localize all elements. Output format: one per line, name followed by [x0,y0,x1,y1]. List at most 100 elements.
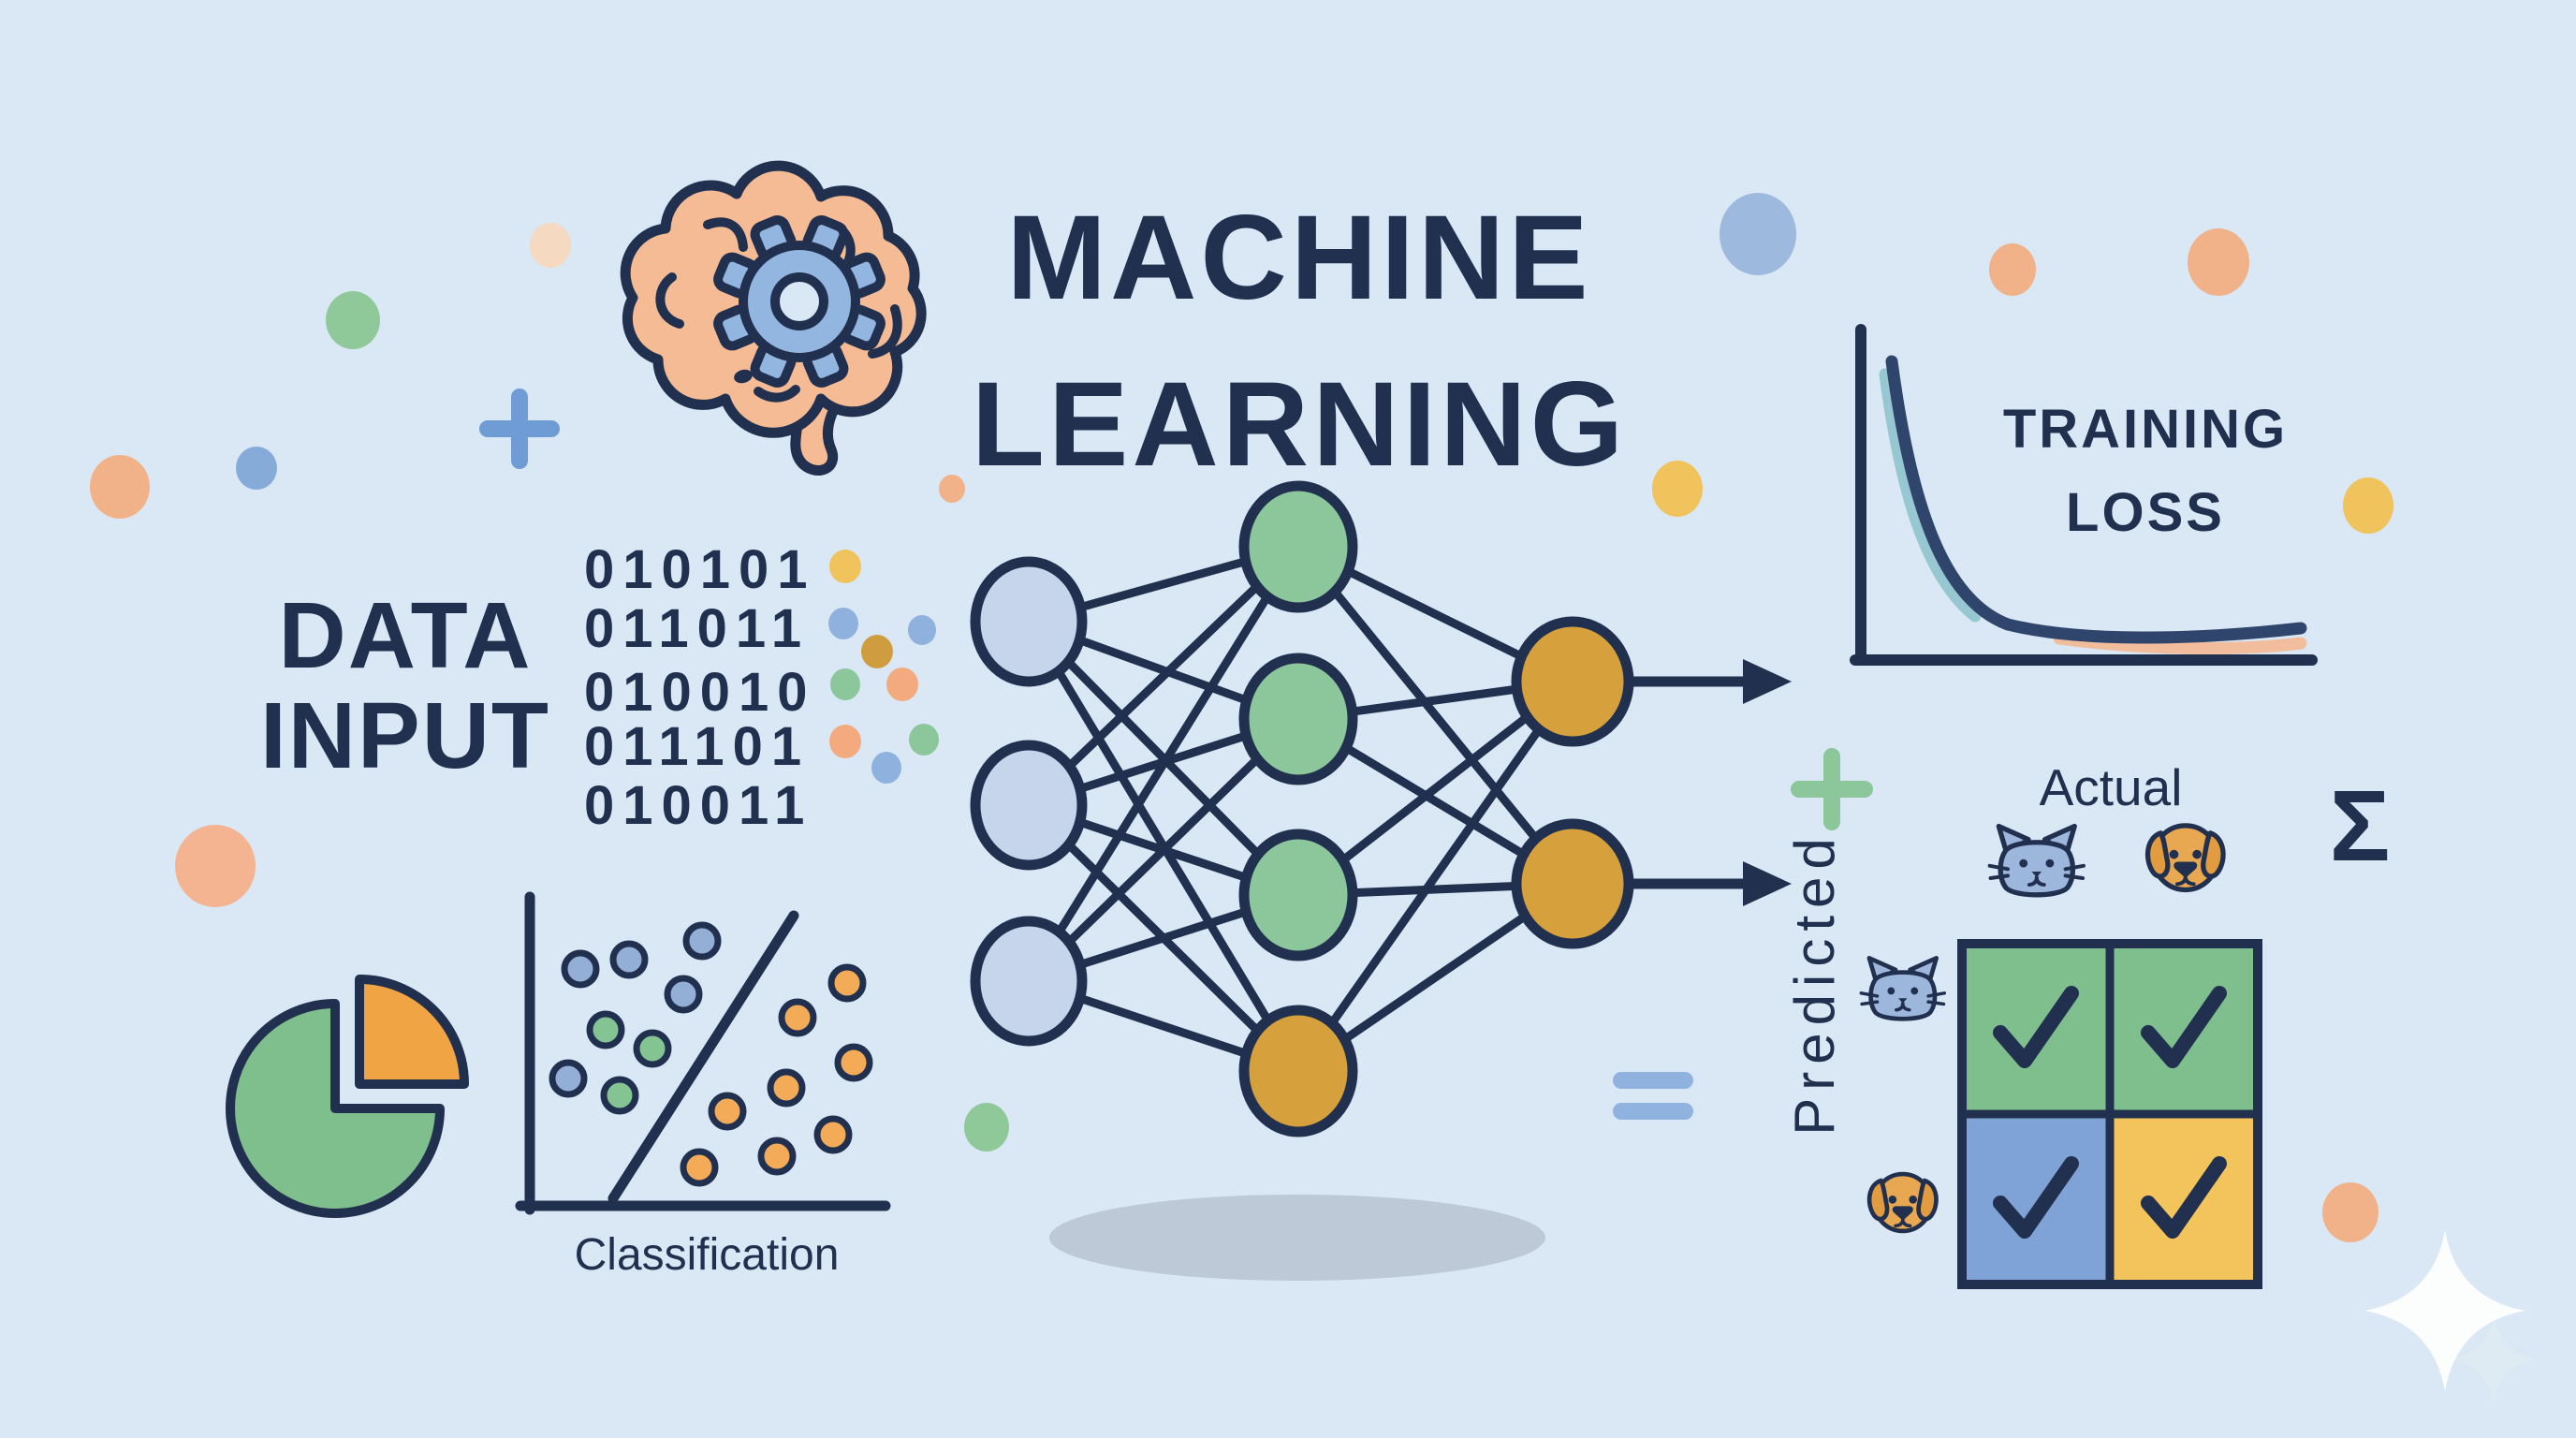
confetti-dot [828,608,858,639]
scatter-point [561,949,600,989]
confetti-dots [90,193,2393,1242]
loss-curve [1885,355,2307,644]
matrix-cell-cat-cat [1962,944,2110,1114]
plus-icon [1791,748,1873,830]
scatter-point [633,1029,672,1068]
confetti-dot [175,825,256,907]
input-node [970,556,1088,687]
confetti-dot [939,475,965,503]
arrow-icon [1633,659,1792,704]
plus-icon [479,389,560,469]
confetti-dot [2343,477,2393,534]
neural-network [970,480,1792,1281]
training-loss-label-line2: LOSS [2066,482,2225,543]
binary-confetti-cluster [828,550,939,784]
scatter-point [827,963,867,1003]
scatter-point [778,998,817,1037]
check-icon [2141,1156,2227,1239]
brain-dot [734,369,753,384]
scatter-point [834,1043,873,1082]
loss-axes [1850,324,2318,666]
hidden-node [1238,480,1358,613]
scatter-plot [515,891,891,1215]
confetti-dot [861,635,893,668]
cat-icon [1990,827,2084,895]
input-node [970,740,1088,871]
page-title-line1: MACHINE [1006,191,1592,325]
confetti-dot [909,724,939,756]
equals-icon [1613,1072,1693,1120]
binary-row: 011011 [584,598,811,659]
matrix-cell-dog-dog [2110,1114,2258,1284]
classification-label: Classification [574,1230,840,1280]
confetti-dot [530,223,571,268]
output-node [1511,818,1634,949]
pie-slice-orange [355,975,469,1089]
confetti-dot [830,668,860,700]
scatter-point [680,1148,719,1187]
scatter-point [767,1068,806,1108]
confetti-dot [908,615,936,645]
matrix-border [1957,939,2262,1289]
check-icon [1993,986,2079,1068]
scatter-point [757,1137,797,1176]
confetti-dot [886,668,918,701]
data-input-label-line1: DATA [278,583,533,688]
matrix-cell-dog-cat [1962,1114,2110,1284]
binary-row: 011101 [584,716,811,777]
hidden-node [1238,1005,1358,1137]
scatter-point [682,921,722,961]
scatter-point [600,1076,639,1115]
arrow-icon [1633,861,1792,906]
page-title-line2: LEARNING [971,358,1628,492]
hidden-node [1238,829,1358,961]
confetti-dot [236,447,277,490]
check-icon [1993,1156,2079,1239]
pie-chart-icon [226,975,469,1218]
training-loss-label-line1: TRAINING [2002,399,2289,460]
data-input-label-line2: INPUT [260,683,550,788]
loss-curve-teal-accent [1879,368,1982,623]
gear-icon [713,215,886,388]
brain-gear-icon [620,160,927,476]
binary-row: 010101 [584,539,816,600]
output-node [1511,616,1634,747]
loss-curve-peach-accent [2053,632,2307,654]
scatter-axes [515,891,891,1215]
matrix-cell-cat-dog [2110,944,2258,1114]
confetti-dot [2188,228,2249,296]
confetti-dot [1720,193,1796,275]
network-edges [1025,542,1576,1076]
sigma-symbol: Σ [2329,769,2391,882]
network-shadow [1049,1195,1545,1281]
confetti-dot [871,752,901,784]
confetti-dot [1652,461,1703,517]
scatter-point [708,1092,747,1131]
confetti-dot [1989,243,2036,296]
confetti-dot [964,1103,1009,1152]
confetti-dot [90,455,150,519]
hidden-node [1238,653,1358,785]
binary-row: 010011 [584,775,813,836]
matrix-row-axis-label: Predicted [1783,830,1846,1136]
confetti-dot [829,550,861,583]
confetti-dot [2322,1182,2378,1242]
decision-boundary-line [607,910,799,1204]
cat-icon [1861,958,1944,1019]
sparkle-icon [2364,1230,2539,1404]
scatter-point [586,1010,625,1049]
matrix-gridlines [1962,944,2258,1284]
training-loss-chart [1850,324,2318,666]
confetti-dot [829,725,861,758]
binary-row: 010010 [584,662,816,723]
pie-slice-green [226,999,445,1218]
scatter-point [664,975,703,1014]
input-node [970,916,1088,1047]
confetti-dot [326,291,380,349]
scatter-point [549,1059,588,1098]
scatter-point [813,1115,853,1154]
confusion-matrix [1861,826,2262,1289]
dog-icon [1869,1174,1936,1231]
